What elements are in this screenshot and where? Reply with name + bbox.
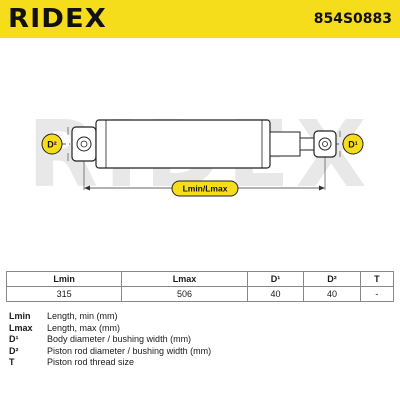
header-lmin: Lmin bbox=[5, 271, 123, 287]
shock-body bbox=[95, 119, 271, 169]
value-d1: 40 bbox=[246, 286, 305, 302]
d2-badge-text: D² bbox=[47, 140, 57, 150]
header-bar: RIDEX 854S0883 bbox=[0, 0, 400, 38]
legend-key: T bbox=[9, 357, 15, 367]
d2-badge: D² bbox=[41, 133, 63, 155]
legend-key: D¹ bbox=[9, 334, 19, 344]
legend: Lmin Length, min (mm) Lmax Length, max (… bbox=[9, 311, 389, 369]
right-eye-mount bbox=[313, 130, 337, 158]
d1-badge-text: D¹ bbox=[348, 140, 358, 150]
legend-key: Lmax bbox=[9, 322, 33, 333]
legend-key: D² bbox=[9, 345, 19, 356]
specs-value-row: 315 506 40 40 - bbox=[5, 286, 395, 302]
length-badge-text: Lmin/Lmax bbox=[183, 184, 228, 194]
left-eye-mount bbox=[71, 126, 97, 162]
legend-item: T Piston rod thread size bbox=[9, 357, 389, 369]
value-lmin: 315 bbox=[5, 286, 123, 302]
specs-header-row: Lmin Lmax D¹ D² T bbox=[5, 271, 395, 287]
piston-rod-cover bbox=[269, 131, 301, 157]
legend-key: Lmin bbox=[9, 311, 31, 321]
part-number: 854S0883 bbox=[313, 11, 392, 27]
brand-logo: RIDEX bbox=[8, 4, 107, 34]
length-badge: Lmin/Lmax bbox=[171, 180, 239, 197]
value-d2: 40 bbox=[303, 286, 361, 302]
legend-desc: Piston rod diameter / bushing width (mm) bbox=[47, 345, 212, 356]
legend-item: Lmin Length, min (mm) bbox=[9, 311, 389, 323]
legend-item: Lmax Length, max (mm) bbox=[9, 323, 389, 335]
legend-desc: Length, max (mm) bbox=[47, 322, 121, 333]
piston-rod bbox=[299, 137, 315, 151]
legend-item: D² Piston rod diameter / bushing width (… bbox=[9, 346, 389, 358]
header-d2: D² bbox=[303, 271, 361, 287]
header-lmax: Lmax bbox=[121, 271, 248, 287]
shock-absorber-diagram: RIDEX D² D¹ bbox=[27, 101, 366, 208]
value-lmax: 506 bbox=[121, 286, 248, 302]
header-t: T bbox=[359, 271, 395, 287]
specs-table: Lmin Lmax D¹ D² T 315 506 40 40 - bbox=[5, 271, 395, 302]
value-t: - bbox=[359, 286, 395, 302]
header-d1: D¹ bbox=[246, 271, 305, 287]
legend-desc: Body diameter / bushing width (mm) bbox=[47, 334, 192, 344]
legend-desc: Length, min (mm) bbox=[47, 311, 118, 321]
legend-item: D¹ Body diameter / bushing width (mm) bbox=[9, 334, 389, 346]
d1-badge: D¹ bbox=[342, 133, 364, 155]
legend-desc: Piston rod thread size bbox=[47, 357, 135, 367]
